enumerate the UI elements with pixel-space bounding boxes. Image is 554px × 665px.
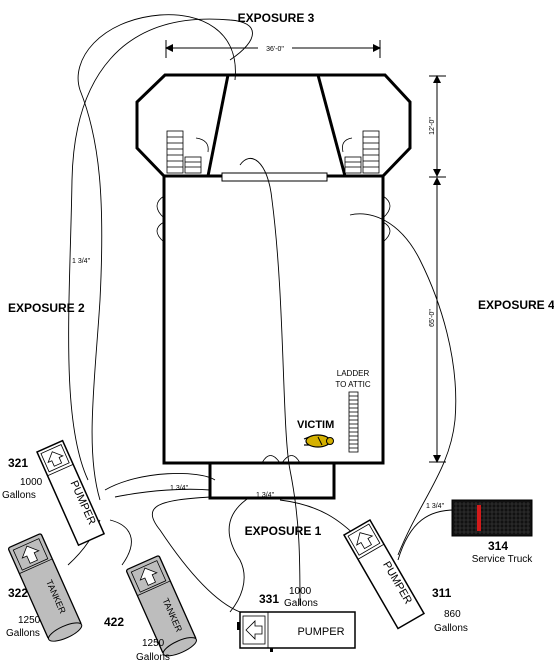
building-outline [135,73,412,500]
depth-dimension: 12'-0" 65'-0" [429,75,446,463]
width-dimension: 36'-0" [165,40,381,58]
depth-main-text: 65'-0" [429,309,436,327]
pumper-331-number: 331 [259,592,279,606]
service-truck-314-number: 314 [488,539,508,553]
pumper-321: PUMPER [36,439,106,547]
hose-lines [67,14,457,613]
width-dimension-text: 36'-0" [266,46,284,53]
pumper-311-number: 311 [432,586,452,600]
hose-label-left: 1 3/4" [72,258,91,265]
tanker-422-unit: Gallons [136,652,170,663]
hose-label-mid2: 1 3/4" [256,492,275,499]
tanker-322-capacity: 1250 [18,615,41,626]
hose-label-mid: 1 3/4" [170,485,189,492]
stairs-right [344,130,380,174]
pumper-311: PUMPER [342,518,426,630]
door-swings [156,137,391,464]
ladder-label-line1: LADDER [337,369,370,378]
hose-label-right: 1 3/4" [426,503,445,510]
pumper-321-number: 321 [8,456,28,470]
service-truck-314 [451,499,533,537]
pumper-321-unit: Gallons [2,490,36,501]
exposure-4-label: EXPOSURE 4 [478,298,554,312]
exposure-1-label: EXPOSURE 1 [245,524,322,538]
victim-label: VICTIM [297,419,334,431]
pumper-311-unit: Gallons [434,623,468,634]
exposure-3-label: EXPOSURE 3 [238,11,315,25]
tanker-322: TANKER [7,533,83,642]
tanker-322-number: 322 [8,586,28,600]
pumper-331-type: PUMPER [297,626,344,638]
tanker-422-capacity: 1250 [142,638,165,649]
pumper-311-capacity: 860 [444,609,461,620]
victim-icon [303,434,334,448]
depth-front-text: 12'-0" [429,117,436,135]
stairs-left [166,130,202,174]
pumper-331-capacity: 1000 [289,586,312,597]
tanker-422: TANKER [125,555,197,657]
pumper-321-capacity: 1000 [20,477,43,488]
exposure-2-label: EXPOSURE 2 [8,301,85,315]
pumper-331-unit: Gallons [284,598,318,609]
tanker-422-number: 422 [104,615,124,629]
attic-ladder [348,391,359,453]
pumper-331: PUMPER [237,611,356,652]
service-truck-314-type: Service Truck [472,554,534,565]
tanker-322-unit: Gallons [6,628,40,639]
ladder-label-line2: TO ATTIC [335,380,370,389]
